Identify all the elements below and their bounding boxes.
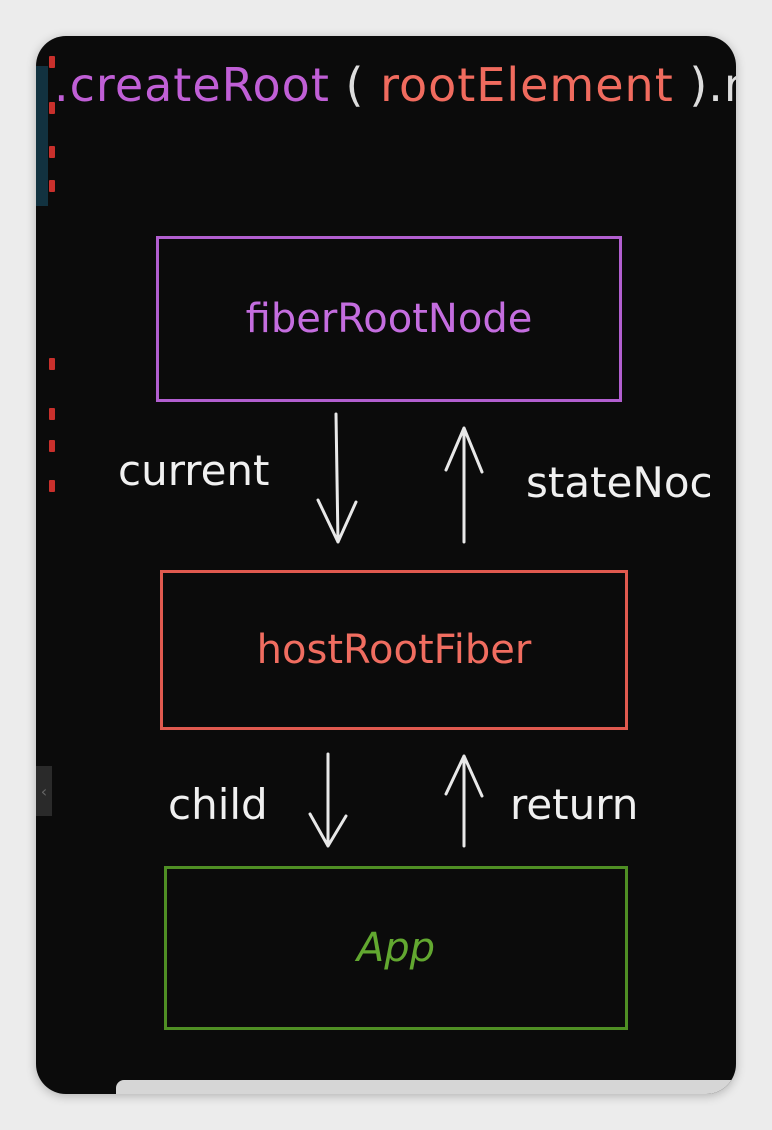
- app-box: App: [164, 866, 628, 1030]
- breakpoint-marker: [49, 440, 55, 452]
- return-edge-label: return: [510, 780, 639, 829]
- open-paren: (: [329, 58, 365, 112]
- current-down-arrow-icon: [316, 412, 358, 544]
- horizontal-scrollbar[interactable]: [116, 1080, 736, 1094]
- fiber-root-node-box: fiberRootNode: [156, 236, 622, 402]
- create-root-call: .createRoot: [54, 58, 330, 112]
- breakpoint-marker: [49, 358, 55, 370]
- current-edge-label: current: [118, 446, 270, 495]
- host-root-fiber-box: hostRootFiber: [160, 570, 628, 730]
- return-up-arrow-icon: [444, 754, 484, 848]
- host-root-fiber-label: hostRootFiber: [256, 627, 532, 673]
- fiber-root-node-label: fiberRootNode: [245, 296, 533, 342]
- close-paren: ).r: [689, 58, 736, 112]
- diagram-canvas: ‹ .createRoot ( rootElement ).r fiberRoo…: [36, 36, 736, 1094]
- breakpoint-marker: [49, 102, 55, 114]
- state-node-up-arrow-icon: [444, 426, 484, 544]
- breakpoint-marker: [49, 408, 55, 420]
- breakpoint-marker: [49, 180, 55, 192]
- breakpoint-marker: [49, 56, 55, 68]
- editor-edge-strip: [36, 66, 48, 206]
- child-edge-label: child: [168, 780, 268, 829]
- state-node-edge-label: stateNoc: [526, 458, 713, 507]
- child-down-arrow-icon: [308, 752, 348, 848]
- code-line: .createRoot ( rootElement ).r: [54, 58, 736, 112]
- breakpoint-marker: [49, 480, 55, 492]
- app-label: App: [356, 925, 436, 971]
- breakpoint-marker: [49, 146, 55, 158]
- root-element-arg: rootElement: [380, 58, 674, 112]
- collapse-chevron-icon[interactable]: ‹: [36, 766, 52, 816]
